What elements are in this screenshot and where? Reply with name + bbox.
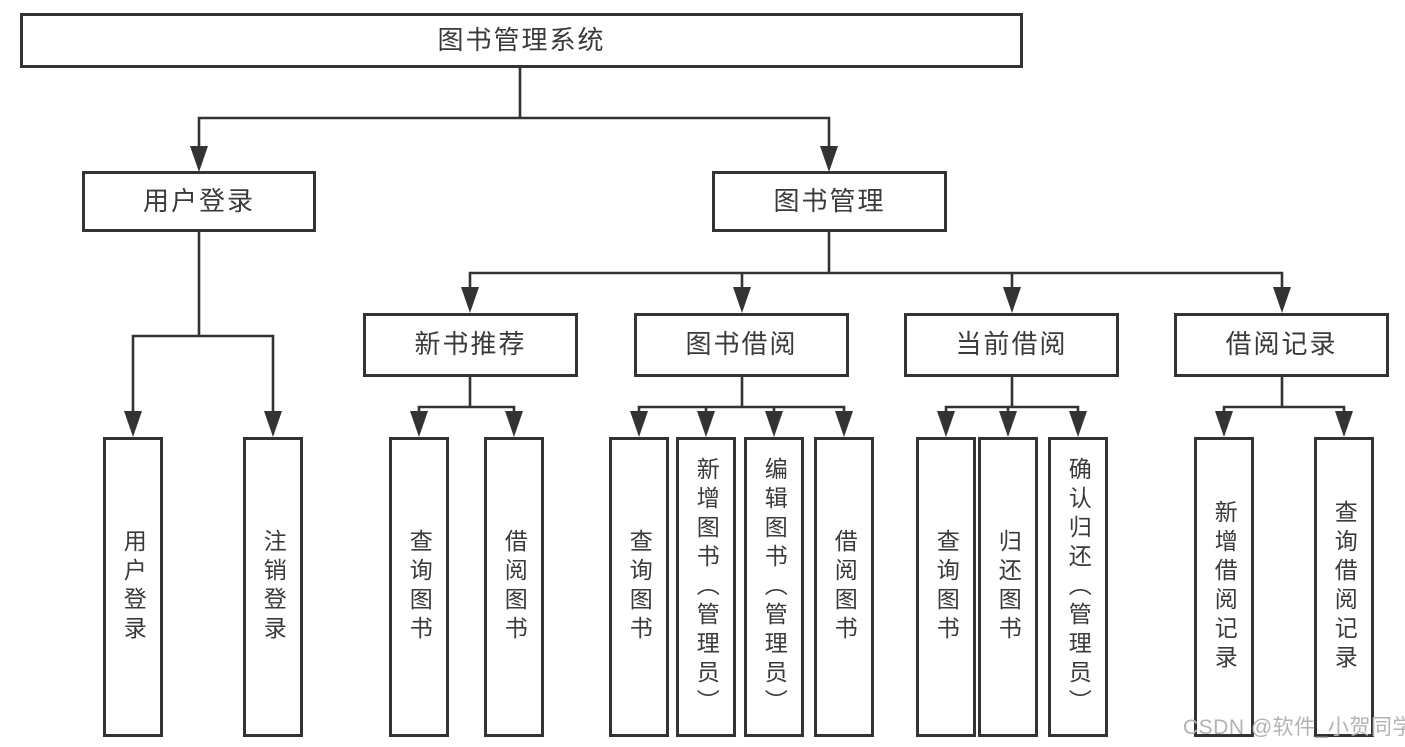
arrow-down-icon — [410, 411, 428, 437]
leaf-user-login: 用户登录 — [103, 437, 163, 737]
leaf-query-borrow-record: 查询借阅记录 — [1314, 437, 1374, 737]
leaf-query-book-recommend: 查询图书 — [389, 437, 449, 737]
leaf-logout-login: 注销登录 — [243, 437, 303, 737]
connector-book-borrow-children — [630, 377, 853, 437]
csdn-watermark: CSDN @软件_小贺同学 — [1183, 716, 1405, 739]
arrow-down-icon — [1335, 411, 1353, 437]
arrow-down-icon — [820, 146, 838, 172]
node-current-borrow: 当前借阅 — [904, 313, 1119, 377]
node-user-login: 用户登录 — [82, 171, 316, 232]
connector-root-to-level2 — [190, 68, 838, 172]
arrow-down-icon — [1215, 411, 1233, 437]
leaf-confirm-return-admin: 确认归还（管理员） — [1048, 437, 1108, 737]
leaf-borrow-book: 借阅图书 — [814, 437, 874, 737]
arrow-down-icon — [765, 411, 783, 437]
leaf-return-book: 归还图书 — [978, 437, 1038, 737]
leaf-edit-book-admin: 编辑图书（管理员） — [744, 437, 804, 737]
connector-borrow-record-children — [1215, 377, 1353, 437]
arrow-down-icon — [630, 411, 648, 437]
connector-new-book-recommend-children — [410, 377, 523, 437]
node-new-book-recommend: 新书推荐 — [363, 313, 578, 377]
arrow-down-icon — [505, 411, 523, 437]
arrow-down-icon — [999, 411, 1017, 437]
leaf-add-borrow-record: 新增借阅记录 — [1194, 437, 1254, 737]
arrow-down-icon — [835, 411, 853, 437]
arrow-down-icon — [190, 146, 208, 172]
leaf-add-book-admin: 新增图书（管理员） — [676, 437, 736, 737]
node-book-borrow: 图书借阅 — [634, 313, 849, 377]
arrow-down-icon — [1003, 287, 1021, 313]
leaf-query-book-borrow: 查询图书 — [609, 437, 669, 737]
arrow-down-icon — [937, 411, 955, 437]
arrow-down-icon — [733, 287, 751, 313]
arrow-down-icon — [461, 287, 479, 313]
arrow-down-icon — [124, 411, 142, 437]
leaf-query-book-current: 查询图书 — [916, 437, 976, 737]
node-root-system: 图书管理系统 — [20, 13, 1023, 68]
connector-book-management-to-level3 — [461, 232, 1291, 313]
arrow-down-icon — [697, 411, 715, 437]
arrow-down-icon — [264, 411, 282, 437]
leaf-borrow-book-recommend: 借阅图书 — [484, 437, 544, 737]
node-borrow-record: 借阅记录 — [1174, 313, 1389, 377]
connector-user-login-children — [124, 232, 282, 437]
arrow-down-icon — [1273, 287, 1291, 313]
node-book-management: 图书管理 — [712, 171, 947, 232]
connector-current-borrow-children — [937, 377, 1087, 437]
arrow-down-icon — [1069, 411, 1087, 437]
